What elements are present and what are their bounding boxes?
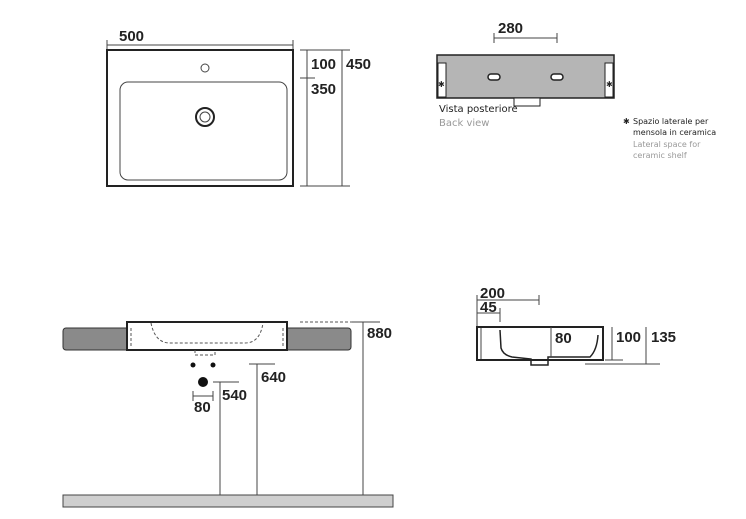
- bowl-depth-label: 80: [555, 330, 572, 347]
- spacing-label: 280: [498, 20, 523, 37]
- note-line: Lateral space for: [633, 140, 701, 149]
- top-height-label: 880: [367, 325, 392, 342]
- note-line: ceramic shelf: [633, 151, 687, 160]
- svg-text:✱: ✱: [438, 80, 445, 89]
- waste-offset-label: 80: [194, 399, 211, 416]
- top-view: 500 100 350 450: [106, 28, 371, 187]
- back-panel: [436, 54, 615, 99]
- tap-offset-label: 45: [480, 299, 497, 316]
- basin-front: [126, 321, 288, 351]
- floor: [62, 494, 394, 508]
- note-line: Spazio laterale per: [633, 117, 709, 126]
- waste-outlet: [198, 377, 208, 387]
- front-view: 80 540 640 880: [62, 321, 394, 508]
- right-shelf: [281, 327, 352, 351]
- shelf-note: ✱ Spazio laterale per mensola in ceramic…: [623, 117, 716, 160]
- drain-icon: [195, 107, 215, 127]
- supply-height-label: 640: [261, 369, 286, 386]
- height-total-label: 135: [651, 329, 676, 346]
- back-view-label-it: Vista posteriore: [439, 104, 518, 115]
- waste-height-label: 540: [222, 387, 247, 404]
- width-label: 500: [119, 28, 144, 45]
- svg-text:✱: ✱: [606, 80, 613, 89]
- side-section: 200 45 80 100 135: [476, 285, 676, 366]
- depth-inner-label: 100: [311, 56, 336, 73]
- back-view-label-en: Back view: [439, 118, 489, 129]
- tap-hole: [200, 63, 210, 73]
- asterisk-icon: ✱: [623, 117, 630, 126]
- left-shelf: [62, 327, 134, 351]
- depth-overall-label: 200: [480, 285, 505, 302]
- fixing-slot: [487, 73, 501, 81]
- back-view: 280 ✱ ✱ Vista posteriore Back view: [436, 20, 615, 129]
- section-outline: [476, 326, 604, 361]
- height-inner-label: 100: [616, 329, 641, 346]
- depth-basin-label: 350: [311, 81, 336, 98]
- note-line: mensola in ceramica: [633, 128, 716, 137]
- bowl-outline: [119, 81, 288, 181]
- depth-total-label: 450: [346, 56, 371, 73]
- fixing-slot: [550, 73, 564, 81]
